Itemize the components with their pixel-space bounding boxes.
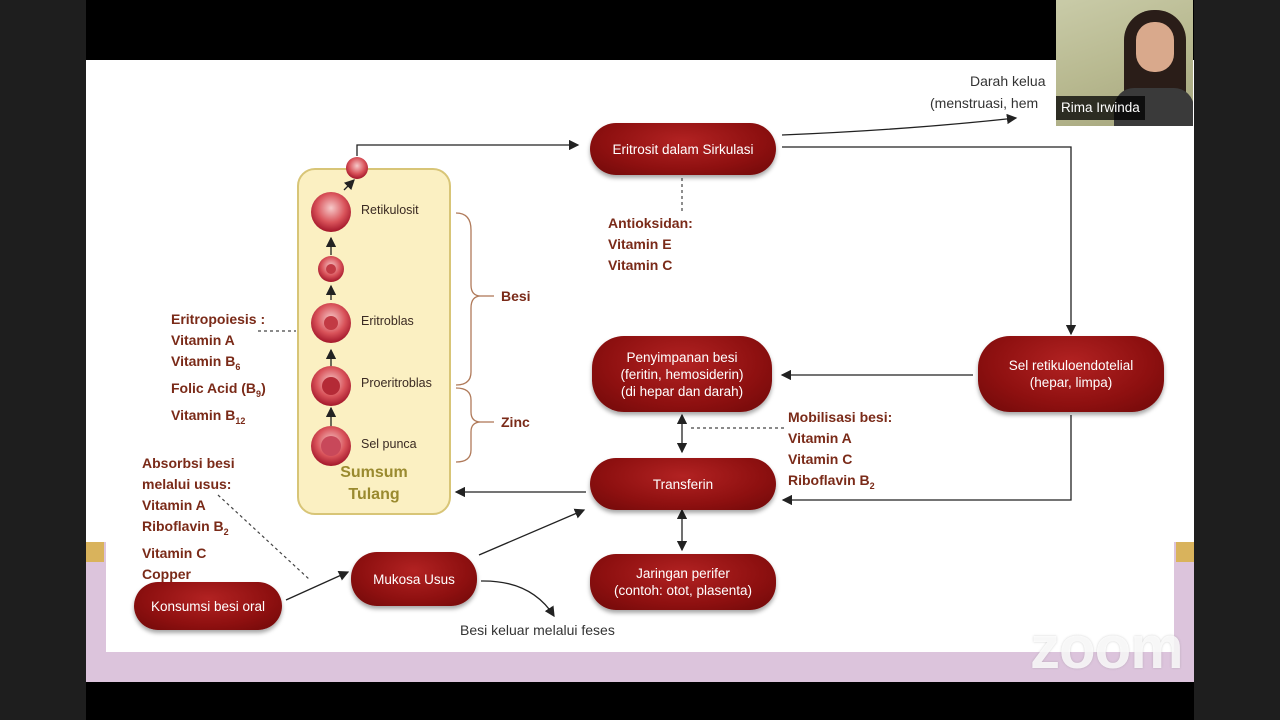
note-mobilisasi-vit-a: Vitamin A <box>788 430 852 446</box>
note-absorbsi-copper: Copper <box>142 565 191 582</box>
slide-bottom-band <box>86 652 1194 682</box>
absorbsi-ribo-subscript: 2 <box>223 526 229 537</box>
pill-konsumsi-besi-oral: Konsumsi besi oral <box>134 582 282 630</box>
note-absorbsi-vit-a: Vitamin A <box>142 497 206 513</box>
top-letterbox <box>86 0 1194 60</box>
left-black-bar <box>0 0 86 720</box>
note-mobilisasi-ribo: Riboflavin B2 <box>788 470 892 497</box>
folic-close-paren: ) <box>261 379 266 396</box>
note-mobilisasi-title: Mobilisasi besi: <box>788 409 893 425</box>
pill-jaringan-perifer: Jaringan perifer (contoh: otot, plasenta… <box>590 554 776 610</box>
note-eritropoiesis-vit-b12: Vitamin B12 <box>171 405 266 432</box>
pill-penyimpanan-line1: Penyimpanan besi <box>626 349 738 365</box>
pill-penyimpanan-besi: Penyimpanan besi (feritin, hemosiderin) … <box>592 336 772 412</box>
pill-transferin: Transferin <box>590 458 776 510</box>
pill-mukosa-usus: Mukosa Usus <box>351 552 477 606</box>
note-absorbsi-title-line2: melalui usus: <box>142 476 232 492</box>
flow-arrows <box>285 113 1077 618</box>
pill-transferin-text: Transferin <box>652 476 714 492</box>
pill-sel-retikulo-line2: (hepar, limpa) <box>1029 375 1113 390</box>
vit-b6-subscript: 6 <box>235 361 241 372</box>
participant-face <box>1136 22 1174 72</box>
absorbsi-ribo-text: Riboflavin B <box>142 518 224 534</box>
bracket-label-besi: Besi <box>501 288 531 304</box>
pill-konsumsi-text: Konsumsi besi oral <box>150 598 266 614</box>
note-eritropoiesis-vit-a: Vitamin A <box>171 332 235 348</box>
note-eritropoiesis-title: Eritropoiesis : <box>171 311 266 327</box>
note-antioksidan-vit-e: Vitamin E <box>608 236 672 252</box>
label-eritroblas: Eritroblas <box>361 314 414 328</box>
label-proeritroblas: Proeritroblas <box>361 376 432 390</box>
note-antioksidan-vit-c: Vitamin C <box>608 257 673 273</box>
note-darah-keluar-line2: (menstruasi, hem <box>930 95 1039 111</box>
cell-stage-arrows <box>325 179 355 426</box>
slide-gold-accent-left <box>86 542 104 562</box>
diagram-connectors <box>217 113 1077 618</box>
note-absorbsi-vit-c: Vitamin C <box>142 544 207 561</box>
note-mobilisasi-besi: Mobilisasi besi: Vitamin A Vitamin C Rib… <box>788 407 892 497</box>
label-sel-punca: Sel punca <box>361 437 417 451</box>
bone-marrow-label-line2: Tulang <box>348 486 400 503</box>
pill-mukosa-text: Mukosa Usus <box>373 571 455 587</box>
pill-jaringan-line2: (contoh: otot, plasenta) <box>613 583 753 598</box>
besi-bracket <box>455 212 494 386</box>
participant-video-tile[interactable]: Rima Irwinda <box>1056 0 1193 126</box>
dashed-guides <box>217 178 786 581</box>
mobilisasi-ribo-subscript: 2 <box>869 480 875 491</box>
pill-jaringan-line1: Jaringan perifer <box>636 566 730 581</box>
released-cell-icon <box>346 157 368 179</box>
marrow-cells <box>311 157 368 466</box>
note-absorbsi-besi: Absorbsi besi melalui usus: Vitamin A Ri… <box>142 453 235 585</box>
pill-eritrosit-text: Eritrosit dalam Sirkulasi <box>612 141 754 157</box>
label-retikulosit: Retikulosit <box>361 203 419 217</box>
bone-marrow-label: Sumsum Tulang <box>321 462 427 506</box>
pill-eritrosit-sirkulasi: Eritrosit dalam Sirkulasi <box>590 123 776 175</box>
zoom-watermark-logo: zoom <box>1030 614 1184 681</box>
note-antioksidan-title: Antioksidan: <box>608 215 693 231</box>
pill-penyimpanan-line2: (feritin, hemosiderin) <box>620 366 744 382</box>
note-eritropoiesis: Eritropoiesis : Vitamin A Vitamin B6 Fol… <box>171 309 266 431</box>
note-antioksidan: Antioksidan: Vitamin E Vitamin C <box>608 213 693 276</box>
bracket-label-zinc: Zinc <box>501 414 530 430</box>
bone-marrow-label-line1: Sumsum <box>340 464 408 481</box>
slide-decor-left <box>86 542 106 652</box>
mobilisasi-ribo-text: Riboflavin B <box>788 472 870 488</box>
note-absorbsi-title-line1: Absorbsi besi <box>142 455 235 471</box>
note-eritropoiesis-vit-b6: Vitamin B6 <box>171 351 266 378</box>
note-eritropoiesis-folic: Folic Acid (B9) <box>171 378 266 405</box>
folic-text: Folic Acid (B <box>171 379 257 396</box>
participant-name-label: Rima Irwinda <box>1056 96 1145 120</box>
slide-gold-accent-right <box>1176 542 1194 562</box>
right-black-bar <box>1194 0 1280 720</box>
note-darah-keluar-line1: Darah kelua <box>970 73 1046 89</box>
note-mobilisasi-vit-c: Vitamin C <box>788 451 853 467</box>
vit-b6-text: Vitamin B <box>171 353 236 369</box>
shared-slide: Sumsum Tulang Retikulosit Eritroblas Pro… <box>86 60 1194 682</box>
note-besi-keluar-feses: Besi keluar melalui feses <box>460 622 615 638</box>
retikulosit-cell-icon <box>311 192 351 232</box>
note-absorbsi-ribo: Riboflavin B2 <box>142 516 235 543</box>
pill-penyimpanan-line3: (di hepar dan darah) <box>620 383 744 399</box>
pill-sel-retikulo-line1: Sel retikuloendotelial <box>1008 358 1134 373</box>
folic-subscript: 9 <box>256 388 262 399</box>
vit-b12-text: Vitamin B <box>171 406 236 423</box>
vit-b12-subscript: 12 <box>235 415 246 426</box>
bottom-letterbox <box>86 682 1194 720</box>
zinc-bracket <box>455 387 494 463</box>
slide-decor-right <box>1174 542 1194 652</box>
pill-sel-retikuloendotelial: Sel retikuloendotelial (hepar, limpa) <box>978 336 1164 412</box>
